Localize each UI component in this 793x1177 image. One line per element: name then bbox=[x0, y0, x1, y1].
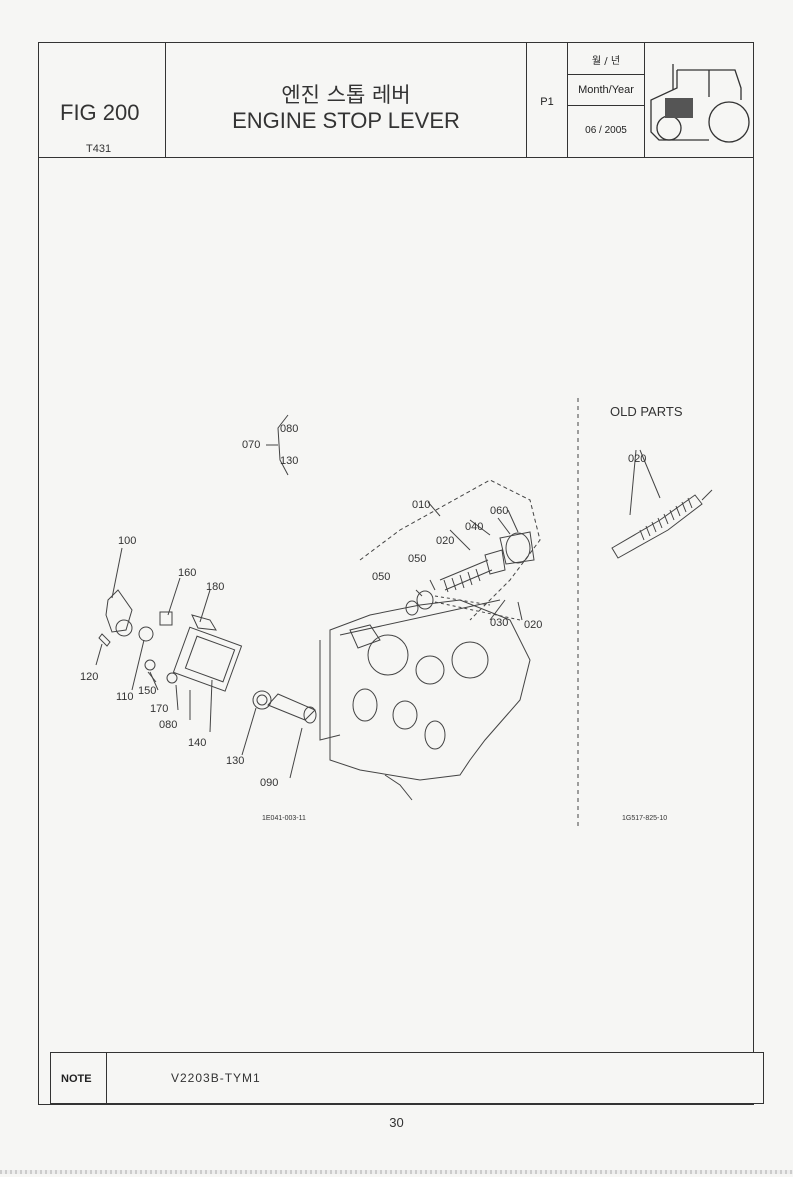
date-label-korean: 월 / 년 bbox=[568, 52, 644, 75]
date-label-english: Month/Year bbox=[568, 75, 644, 106]
callout-old-020: 020 bbox=[628, 453, 646, 465]
date-value: 06 / 2005 bbox=[585, 125, 627, 136]
parts-diagram: 010 020 020 030 040 050 050 060 070 080 … bbox=[80, 398, 713, 826]
drawing-code-main: 1E041-003-11 bbox=[262, 815, 306, 822]
drawing-code-old: 1G517-825-10 bbox=[622, 815, 667, 822]
callout-020-a: 020 bbox=[436, 535, 454, 547]
callout-090: 090 bbox=[260, 777, 278, 789]
page-cell: P1 bbox=[527, 42, 568, 157]
fig-label: FIG 200 bbox=[60, 100, 140, 125]
fig-code: T431 bbox=[86, 143, 112, 155]
callout-180: 180 bbox=[206, 581, 224, 593]
note-text: V2203B-TYM1 bbox=[171, 1071, 261, 1085]
scan-artifact bbox=[0, 1170, 793, 1174]
note-row: NOTE V2203B-TYM1 bbox=[50, 1052, 764, 1104]
page-number: 30 bbox=[389, 1115, 404, 1130]
tractor-cell bbox=[645, 42, 754, 157]
engine-block bbox=[329, 599, 531, 781]
title-english: ENGINE STOP LEVER bbox=[232, 108, 460, 133]
callout-170: 170 bbox=[150, 703, 168, 715]
callout-130-a: 130 bbox=[280, 455, 298, 467]
page-label: P1 bbox=[540, 96, 554, 108]
page-frame bbox=[38, 42, 754, 1105]
engine-highlight bbox=[665, 98, 693, 118]
callout-060: 060 bbox=[490, 505, 508, 517]
callout-050-b: 050 bbox=[372, 571, 390, 583]
date-cell: 월 / 년 Month/Year 06 / 2005 bbox=[568, 42, 645, 157]
header: FIG 200 T431 엔진 스톱 레버 ENGINE STOP LEVER … bbox=[38, 42, 754, 158]
callout-110: 110 bbox=[116, 691, 134, 703]
old-part-020 bbox=[611, 494, 703, 559]
callout-030: 030 bbox=[490, 617, 508, 629]
callout-130-b: 130 bbox=[226, 755, 244, 767]
callout-040: 040 bbox=[465, 521, 483, 533]
old-parts-title: OLD PARTS bbox=[610, 404, 683, 419]
note-label: NOTE bbox=[51, 1053, 107, 1103]
callout-020-b: 020 bbox=[524, 619, 542, 631]
callout-080-a: 080 bbox=[280, 423, 298, 435]
diagram-area: 010 020 020 030 040 050 050 060 070 080 … bbox=[40, 160, 752, 1040]
tractor-icon bbox=[650, 64, 750, 143]
callout-100: 100 bbox=[118, 535, 136, 547]
lever-100 bbox=[105, 589, 133, 633]
callout-150: 150 bbox=[138, 685, 156, 697]
callout-050-a: 050 bbox=[408, 553, 426, 565]
callout-140: 140 bbox=[188, 737, 206, 749]
callout-160: 160 bbox=[178, 567, 196, 579]
callout-080-b: 080 bbox=[159, 719, 177, 731]
fig-cell: FIG 200 T431 bbox=[38, 42, 166, 157]
title-korean: 엔진 스톱 레버 bbox=[281, 83, 411, 107]
callout-010: 010 bbox=[412, 499, 430, 511]
callout-120: 120 bbox=[80, 671, 98, 683]
callout-070: 070 bbox=[242, 439, 260, 451]
title-cell: 엔진 스톱 레버 ENGINE STOP LEVER bbox=[166, 42, 527, 157]
